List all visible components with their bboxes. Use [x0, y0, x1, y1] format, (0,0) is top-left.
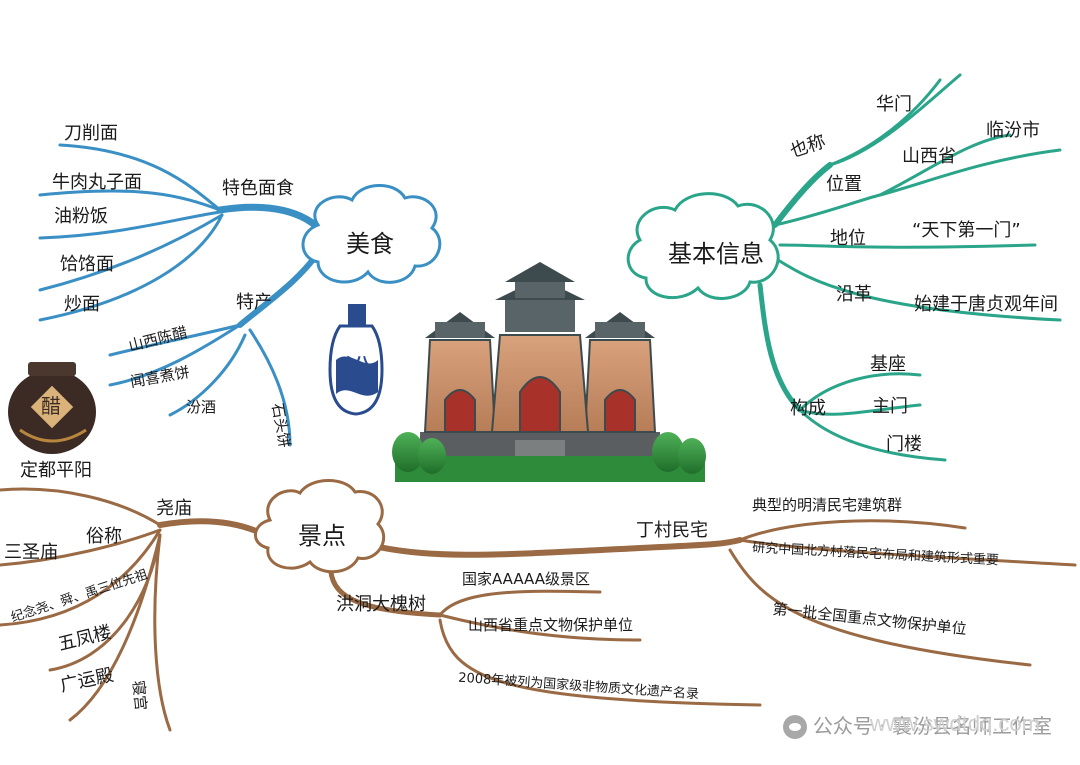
watermark-url: www.swdtdq.com — [870, 711, 1040, 736]
fenjiu-bottle — [328, 304, 384, 416]
dingcun-label: 丁村民宅 — [636, 520, 708, 541]
yaomiao-label: 尧庙 — [156, 498, 192, 519]
noodles-label: 特色面食 — [222, 178, 294, 199]
vinegar-jar-label: 醋 — [41, 394, 61, 418]
food-topic-label: 美食 — [346, 230, 394, 258]
info-cloud — [626, 192, 780, 300]
location-province: 山西省 — [902, 146, 956, 167]
alias-value: 华门 — [876, 94, 912, 115]
wechat-icon — [782, 715, 807, 739]
location-label: 位置 — [826, 174, 862, 195]
info-branches — [757, 73, 1062, 462]
parts-label: 构成 — [790, 398, 826, 419]
specialty-item-3: 汾酒 — [186, 398, 217, 416]
spots-topic-label: 景点 — [298, 522, 346, 550]
noodle-item-5: 炒面 — [64, 294, 100, 315]
watermark: 公众号 · 襄汾县名师工作室 — [782, 710, 1052, 739]
noodle-item-4: 饸饹面 — [60, 254, 114, 275]
status-label: 地位 — [830, 228, 866, 249]
vinegar-jar — [8, 362, 96, 454]
parts-item-3: 门楼 — [886, 434, 922, 455]
status-value: “天下第一门” — [912, 220, 1021, 241]
watermark-text: 公众号 · 襄汾县名师工作室 — [812, 713, 1052, 738]
huamen-gate — [392, 262, 706, 482]
parts-item-1: 基座 — [870, 354, 906, 375]
yaomiao-building-3: 寝宫 — [128, 679, 151, 712]
history-label: 沿革 — [836, 284, 872, 305]
fenjiu-bottle-label: 汾 — [344, 353, 373, 386]
dacaishu-item-1: 国家AAAAA级景区 — [462, 570, 590, 588]
spots-branches — [0, 487, 1077, 732]
location-city: 临汾市 — [986, 120, 1040, 141]
specialty-label: 特产 — [236, 292, 272, 313]
spots-cloud — [254, 479, 385, 574]
dacaishu-label: 洪洞大槐树 — [336, 594, 426, 615]
yaomiao-common-value: 三圣庙 — [4, 542, 58, 563]
dingcun-item-1: 典型的明清民宅建筑群 — [752, 496, 903, 514]
yaomiao-capital: 定都平阳 — [20, 460, 92, 481]
yaomiao-common-label: 俗称 — [86, 526, 122, 547]
info-topic-label: 基本信息 — [668, 240, 764, 268]
noodle-item-3: 油粉饭 — [54, 206, 108, 227]
parts-item-2: 主门 — [872, 396, 908, 417]
dacaishu-item-2: 山西省重点文物保护单位 — [468, 616, 634, 634]
food-cloud — [301, 184, 442, 284]
history-value: 始建于唐贞观年间 — [914, 294, 1058, 315]
noodle-item-2: 牛肉丸子面 — [52, 172, 142, 193]
noodle-item-1: 刀削面 — [64, 123, 118, 144]
